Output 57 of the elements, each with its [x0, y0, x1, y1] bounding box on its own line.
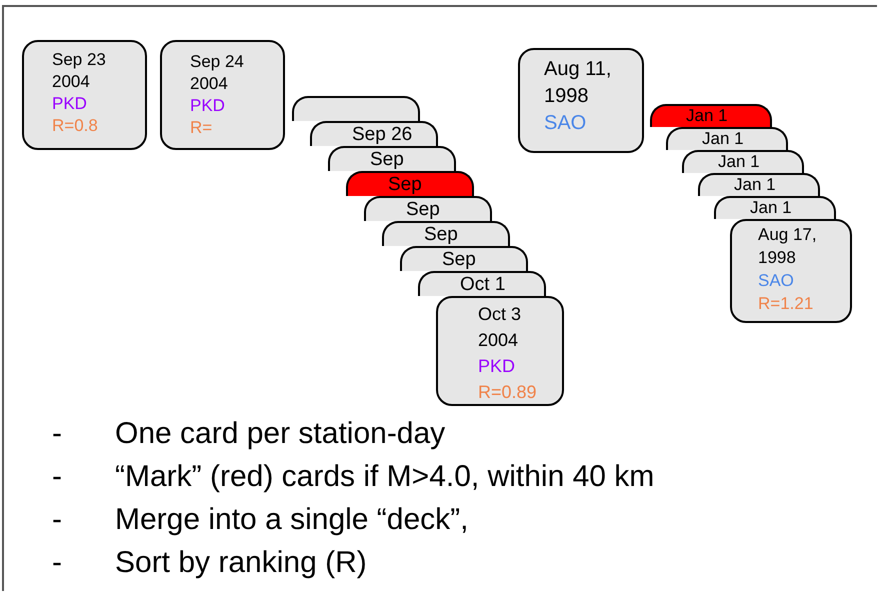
card-text: PKD — [190, 96, 225, 116]
bullet-text: Sort by ranking (R) — [115, 546, 367, 580]
bullet-dash: - — [52, 503, 62, 537]
card-text: PKD — [478, 356, 516, 377]
card — [382, 221, 510, 246]
card-text: R=0.89 — [478, 382, 537, 403]
card — [328, 146, 456, 171]
card-text: 2004 — [478, 330, 518, 351]
card — [310, 121, 438, 146]
card-text: Jan 1 — [718, 152, 760, 172]
card-text: R=0.8 — [52, 116, 98, 136]
card — [364, 196, 492, 221]
card — [518, 48, 644, 153]
bullet-text: Merge into a single “deck”, — [115, 503, 468, 537]
card-text: Sep 23 — [52, 50, 106, 70]
card — [292, 96, 420, 121]
card-text: Sep — [424, 224, 458, 246]
card-text: SAO — [544, 112, 586, 135]
card — [650, 104, 772, 127]
card-text: Oct 3 — [478, 304, 522, 325]
card — [22, 40, 147, 150]
bullet-text: “Mark” (red) cards if M>4.0, within 40 km — [115, 460, 654, 494]
card — [160, 40, 285, 150]
card — [698, 173, 820, 196]
card-text: 1998 — [544, 85, 588, 108]
card-text: Jan 1 — [734, 175, 776, 195]
card — [400, 246, 528, 271]
bullet-dash: - — [52, 546, 62, 580]
bullet-text: One card per station-day — [115, 417, 446, 451]
card — [682, 150, 804, 173]
card-text: Sep — [388, 174, 422, 196]
card-text: Sep — [442, 249, 476, 271]
bullet-dash: - — [52, 417, 62, 451]
card — [436, 296, 564, 406]
card-text: R= — [190, 118, 212, 138]
card — [346, 171, 474, 196]
card-text: Jan 1 — [686, 106, 728, 126]
card-text: R=1.21 — [758, 294, 814, 314]
card-text: PKD — [52, 94, 87, 114]
card-text: Jan 1 — [702, 129, 744, 149]
card-text: Oct 1 — [460, 274, 506, 296]
card-text: Aug 17, — [758, 225, 817, 245]
card-text: Aug 11, — [544, 58, 612, 81]
bullet-dash: - — [52, 460, 62, 494]
card-text: Jan 1 — [750, 198, 792, 218]
card — [730, 219, 852, 323]
card-text: 2004 — [52, 72, 90, 92]
card-text: 2004 — [190, 74, 228, 94]
card-text: SAO — [758, 271, 794, 291]
card — [418, 271, 546, 296]
card-text: Sep 24 — [190, 52, 244, 72]
card-text: Sep — [406, 199, 440, 221]
card-text: Sep 26 — [352, 124, 412, 146]
card-text: 1998 — [758, 248, 796, 268]
card — [666, 127, 788, 150]
card-text: Sep — [370, 149, 404, 171]
card — [714, 196, 836, 219]
